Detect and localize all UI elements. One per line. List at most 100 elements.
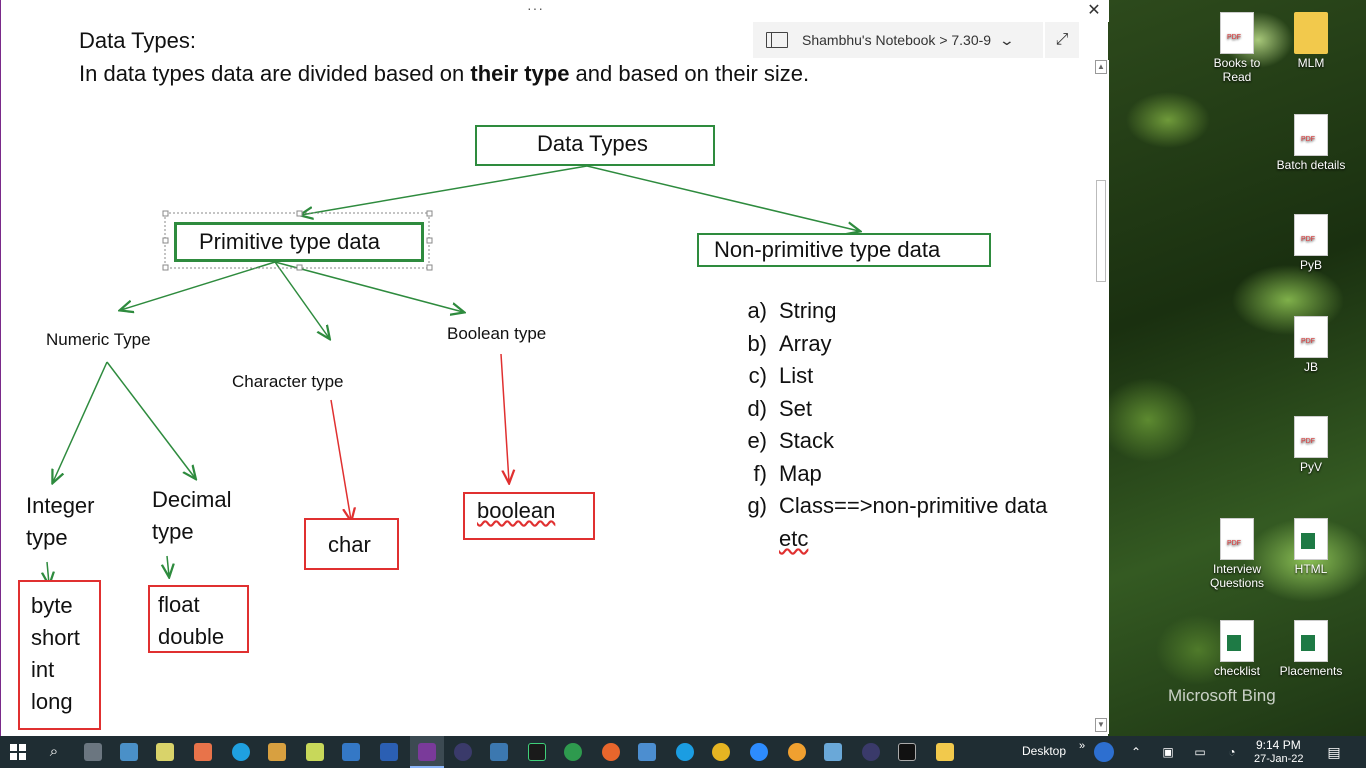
notifications-icon[interactable]: ▤ <box>1327 744 1341 760</box>
pycharm-icon[interactable] <box>528 743 546 761</box>
integer-type-label[interactable]: Integer type <box>26 493 95 550</box>
laptop-icon[interactable]: ▭ <box>1194 745 1206 759</box>
desktop-icon-books-to-read[interactable]: Books to Read <box>1200 12 1274 84</box>
pdf-icon <box>1294 214 1328 256</box>
folder-icon <box>1294 12 1328 54</box>
scroll-up-arrow-icon[interactable]: ▲ <box>1095 60 1107 74</box>
decimal-value: float <box>158 592 200 617</box>
list-item[interactable]: a)String <box>747 298 837 323</box>
integer-values-box[interactable]: byte short int long <box>18 580 101 730</box>
integer-value: int <box>31 657 55 682</box>
list-item[interactable]: f)Map <box>753 461 822 486</box>
help-icon[interactable] <box>1094 742 1114 762</box>
character-type-label[interactable]: Character type <box>232 372 344 391</box>
integer-value: byte <box>31 593 73 618</box>
notepad-icon[interactable] <box>156 743 174 761</box>
search-icon[interactable]: ⌕ <box>49 743 59 760</box>
non-primitive-node-label: Non-primitive type data <box>714 237 941 262</box>
integer-value: short <box>31 625 80 650</box>
eclipse-2-icon[interactable] <box>862 743 880 761</box>
boolean-type-label[interactable]: Boolean type <box>447 324 547 343</box>
list-item[interactable]: etc <box>779 526 809 551</box>
desktop-icon-placements[interactable]: Placements <box>1274 620 1348 678</box>
desktop-icon-mlm[interactable]: MLM <box>1274 12 1348 70</box>
file-explorer-icon[interactable] <box>936 743 954 761</box>
pdf-icon <box>1294 416 1328 458</box>
pdf-icon <box>1294 316 1328 358</box>
decimal-value: double <box>158 624 225 649</box>
excel-icon <box>1294 518 1328 560</box>
non-primitive-node-box[interactable]: Non-primitive type data <box>697 233 991 267</box>
onenote-taskbar-button[interactable] <box>410 736 444 768</box>
list-item[interactable]: g)Class==>non-primitive data <box>747 493 1048 518</box>
boolean-value: boolean <box>477 498 556 523</box>
chevron-up-icon[interactable]: ⌃ <box>1130 745 1142 759</box>
app-orange-icon[interactable] <box>788 743 806 761</box>
command-prompt-icon[interactable] <box>898 743 916 761</box>
word-icon[interactable] <box>380 743 398 761</box>
scroll-down-arrow-icon[interactable]: ▼ <box>1095 718 1107 732</box>
breadcrumb[interactable]: Shambhu's Notebook > 7.30-9 <box>802 32 992 48</box>
sync-icon[interactable] <box>564 743 582 761</box>
drag-handle-icon[interactable]: ··· <box>527 0 544 16</box>
root-node-box[interactable]: Data Types <box>475 125 715 166</box>
list-item[interactable]: d)Set <box>747 396 813 421</box>
desktop-icon-jb[interactable]: JB <box>1274 316 1348 374</box>
clock-time[interactable]: 9:14 PM <box>1256 738 1301 752</box>
primitive-node-box[interactable]: Primitive type data <box>174 222 424 262</box>
vertical-scrollbar[interactable]: ▲ ▼ <box>1093 60 1109 734</box>
firefox-icon[interactable] <box>602 743 620 761</box>
intro-paragraph[interactable]: In data types data are divided based on … <box>79 61 810 86</box>
meet-now-icon[interactable]: ▣ <box>1162 745 1174 759</box>
taskbar: ⌕ Desktop » ⌃ ▣ ▭ ◔ 9:14 PM 27-Jan-22 ▤ <box>0 736 1366 768</box>
desktop-toolbar-label[interactable]: Desktop <box>1022 744 1067 758</box>
char-value: char <box>328 532 371 557</box>
edge-icon[interactable] <box>676 743 694 761</box>
boolean-value-box[interactable]: boolean <box>463 492 595 540</box>
windows-start-icon[interactable] <box>6 740 30 764</box>
scroll-thumb[interactable] <box>1096 180 1106 282</box>
integer-value: long <box>31 689 73 714</box>
list-item[interactable]: e)Stack <box>747 428 835 453</box>
paint-icon[interactable] <box>194 743 212 761</box>
numeric-type-label[interactable]: Numeric Type <box>46 330 151 349</box>
excel-icon <box>1294 620 1328 662</box>
decimal-values-box[interactable]: float double <box>148 585 249 653</box>
page-heading[interactable]: Data Types: <box>79 28 196 53</box>
list-item[interactable]: b)Array <box>747 331 832 356</box>
excel-icon <box>1220 620 1254 662</box>
bing-watermark: Microsoft Bing <box>1168 686 1276 705</box>
desktop-icon-pyb[interactable]: PyB <box>1274 214 1348 272</box>
zoom-icon[interactable] <box>750 743 768 761</box>
desktop-icon-html[interactable]: HTML <box>1274 518 1348 576</box>
expand-button[interactable]: ⤢ <box>1045 22 1079 58</box>
sticky-notes-icon[interactable] <box>306 743 324 761</box>
desktop-icon-interview-questions[interactable]: Interview Questions <box>1200 518 1274 590</box>
notebook-navigation[interactable]: Shambhu's Notebook > 7.30-9 ⌄ <box>753 22 1043 58</box>
store-icon[interactable] <box>342 743 360 761</box>
chevron-down-icon[interactable]: ⌄ <box>998 31 1016 48</box>
skype-icon[interactable] <box>232 743 250 761</box>
pdf-folder-icon <box>1294 114 1328 156</box>
clock-date[interactable]: 27-Jan-22 <box>1254 753 1304 765</box>
chrome-icon[interactable] <box>712 743 730 761</box>
eclipse-icon[interactable] <box>454 743 472 761</box>
decimal-type-label[interactable]: Decimal type <box>152 487 232 544</box>
pdf-folder-icon <box>1220 12 1254 54</box>
list-item[interactable]: c)List <box>748 363 814 388</box>
title-bar[interactable]: ··· ✕ <box>1 0 1109 22</box>
python-icon[interactable] <box>490 743 508 761</box>
char-value-box[interactable]: char <box>304 518 399 570</box>
wifi-icon[interactable]: ◔ <box>1228 745 1236 759</box>
calculator-icon[interactable] <box>84 743 102 761</box>
desktop-icon-checklist[interactable]: checklist <box>1200 620 1274 678</box>
close-button[interactable]: ✕ <box>1087 2 1101 19</box>
remote-desktop-icon[interactable] <box>638 743 656 761</box>
snowflake-icon[interactable] <box>824 743 842 761</box>
wordpad-icon[interactable] <box>268 743 286 761</box>
desktop-icon-batch-details[interactable]: Batch details <box>1274 114 1348 172</box>
root-node-label: Data Types <box>537 131 648 156</box>
keyboard-icon[interactable] <box>120 743 138 761</box>
desktop-icon-pyv[interactable]: PyV <box>1274 416 1348 474</box>
chevron-right-icon[interactable]: » <box>1078 740 1086 752</box>
